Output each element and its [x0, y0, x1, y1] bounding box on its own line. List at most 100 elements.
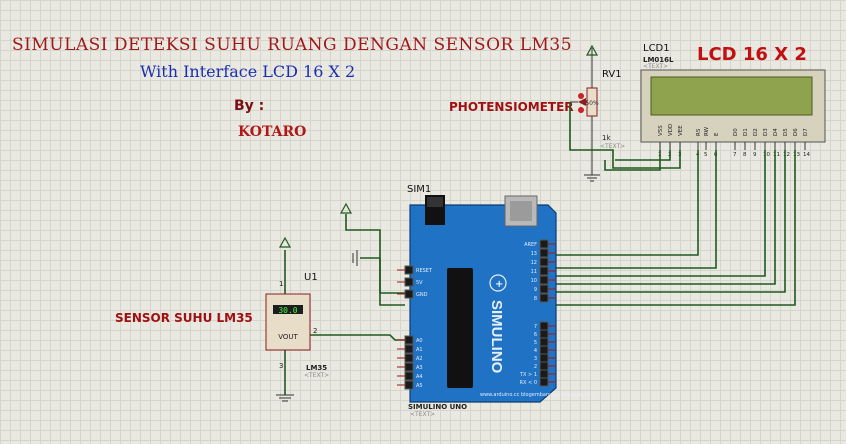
arduino-pin — [404, 380, 414, 390]
lcd-pin-number: 7 — [733, 152, 737, 158]
lcd-pin-label-rw: RW — [704, 126, 710, 136]
logo-icon — [489, 274, 507, 292]
author-name: KOTARO — [238, 124, 307, 140]
lcd-pin-label-d0: D0 — [733, 128, 739, 136]
arduino-pin — [539, 353, 549, 363]
arduino-pin-label: 5V — [416, 280, 423, 286]
power-arrow-icon-arduino — [339, 202, 353, 214]
arduino-pin-label: A5 — [416, 383, 423, 389]
arduino-pin-label: RESET — [416, 268, 433, 274]
diagram-subtitle: With Interface LCD 16 X 2 — [140, 62, 356, 81]
lcd-module[interactable] — [640, 69, 826, 143]
lcd-pin-number: 12 — [783, 152, 790, 158]
arduino-board[interactable]: + SIMULINO www.arduino.cc blogembarcado.… — [409, 195, 595, 403]
arduino-pin — [539, 377, 549, 387]
lcd-heading: LCD 16 X 2 — [697, 44, 807, 65]
arduino-logo: SIMULINO — [488, 300, 505, 374]
arduino-pin — [404, 353, 414, 363]
arduino-pin-label: 12 — [531, 260, 537, 266]
arduino-pin — [539, 266, 549, 276]
arduino-pin-label: 13 — [531, 251, 537, 257]
sensor-reading: 30.0 — [278, 306, 297, 315]
lcd-pin-number: 14 — [803, 152, 810, 158]
arduino-pin — [539, 248, 549, 258]
sensor-pin-1: 1 — [279, 280, 283, 288]
sensor-pin-3: 3 — [279, 362, 283, 370]
lcd-pin-label-e: E — [714, 132, 720, 136]
diagram-title: SIMULASI DETEKSI SUHU RUANG DENGAN SENSO… — [12, 35, 573, 55]
arduino-pin — [539, 361, 549, 371]
sensor-pin-2: 2 — [313, 327, 317, 335]
arduino-pin-group: RESET5VGNDA0A1A2A3A4A5AREF13121110987654… — [397, 239, 556, 390]
arduino-pin-label: RX < 0 — [520, 380, 537, 386]
arduino-pin-label: A3 — [416, 365, 423, 371]
pot-inc-button — [578, 107, 584, 113]
arduino-pin — [539, 337, 549, 347]
arduino-pin — [539, 239, 549, 249]
arduino-pin — [404, 335, 414, 345]
lcd-pin-label-vdd: VDD — [668, 124, 674, 136]
sensor-ref: U1 — [304, 272, 318, 283]
arduino-pin-label: 2 — [534, 364, 537, 370]
arduino-pin — [404, 277, 414, 287]
arduino-pin — [404, 289, 414, 299]
pot-value: 1k — [602, 134, 611, 142]
lcd-pin-number: 8 — [743, 152, 747, 158]
arduino-pin — [404, 371, 414, 381]
arduino-pin — [539, 345, 549, 355]
pot-label: PHOTENSIOMETER — [449, 100, 574, 114]
potentiometer[interactable]: 50% — [570, 44, 600, 182]
lcd-pin-label-d3: D3 — [763, 128, 769, 136]
arduino-pin — [539, 329, 549, 339]
power-arrow-icon — [585, 44, 599, 56]
arduino-pin-label: 7 — [534, 324, 537, 330]
arduino-pin-label: 9 — [534, 287, 537, 293]
wiper-arrow-icon — [578, 98, 586, 106]
lcd-pin-label-vss: VSS — [658, 125, 664, 136]
lcd-pin-label-d4: D4 — [773, 128, 779, 136]
arduino-pin-label: TX > 1 — [519, 372, 537, 378]
arduino-pin-label: 4 — [534, 348, 537, 354]
pot-percent: 50% — [585, 100, 599, 107]
sensor-vout: VOUT — [278, 333, 298, 341]
arduino-pin-label: A0 — [416, 338, 423, 344]
arduino-pin — [404, 344, 414, 354]
lcd-pin-number: 9 — [753, 152, 757, 158]
lcd-pin-label-d7: D7 — [803, 128, 809, 136]
lcd-pin-number: 13 — [793, 152, 800, 158]
arduino-pin — [539, 369, 549, 379]
sensor-text-tag: <TEXT> — [304, 372, 330, 379]
wire-network — [284, 102, 796, 395]
sensor-model: LM35 — [306, 364, 328, 372]
arduino-pin-label: GND — [416, 292, 428, 298]
lcd-model: LM016L — [643, 56, 674, 64]
arduino-pin-label: AREF — [524, 242, 537, 248]
lcd-ref: LCD1 — [643, 43, 670, 54]
lcd-pin-label-d5: D5 — [783, 128, 789, 136]
by-label: By : — [234, 98, 265, 114]
arduino-text-tag: <TEXT> — [410, 411, 436, 418]
pot-ref: RV1 — [602, 69, 622, 80]
arduino-pin-label: A4 — [416, 374, 423, 380]
arduino-pin-label: A2 — [416, 356, 423, 362]
arduino-pin — [539, 293, 549, 303]
lcd-pin-label-d2: D2 — [753, 128, 759, 136]
arduino-pin-label: 11 — [531, 269, 537, 275]
lcd-pin-number: 11 — [773, 152, 780, 158]
arduino-pin — [539, 275, 549, 285]
arduino-pin-label: 8 — [534, 296, 537, 302]
ground-icon-2 — [352, 250, 358, 266]
arduino-pin-label: 10 — [531, 278, 537, 284]
arduino-pin-label: 6 — [534, 332, 537, 338]
lcd-pin-number: 10 — [763, 152, 770, 158]
arduino-pin — [404, 265, 414, 275]
lcd-text-tag: <TEXT> — [643, 63, 669, 70]
sensor-label: SENSOR SUHU LM35 — [115, 311, 253, 325]
lcd-pin-label-rs: RS — [696, 128, 702, 136]
arduino-pin — [539, 284, 549, 294]
lcd-pin-number: 5 — [704, 152, 708, 158]
lm35-sensor[interactable]: 30.0 VOUT 1 2 3 — [265, 280, 317, 370]
arduino-pin — [404, 362, 414, 372]
arduino-name: SIMULINO UNO — [408, 403, 468, 411]
